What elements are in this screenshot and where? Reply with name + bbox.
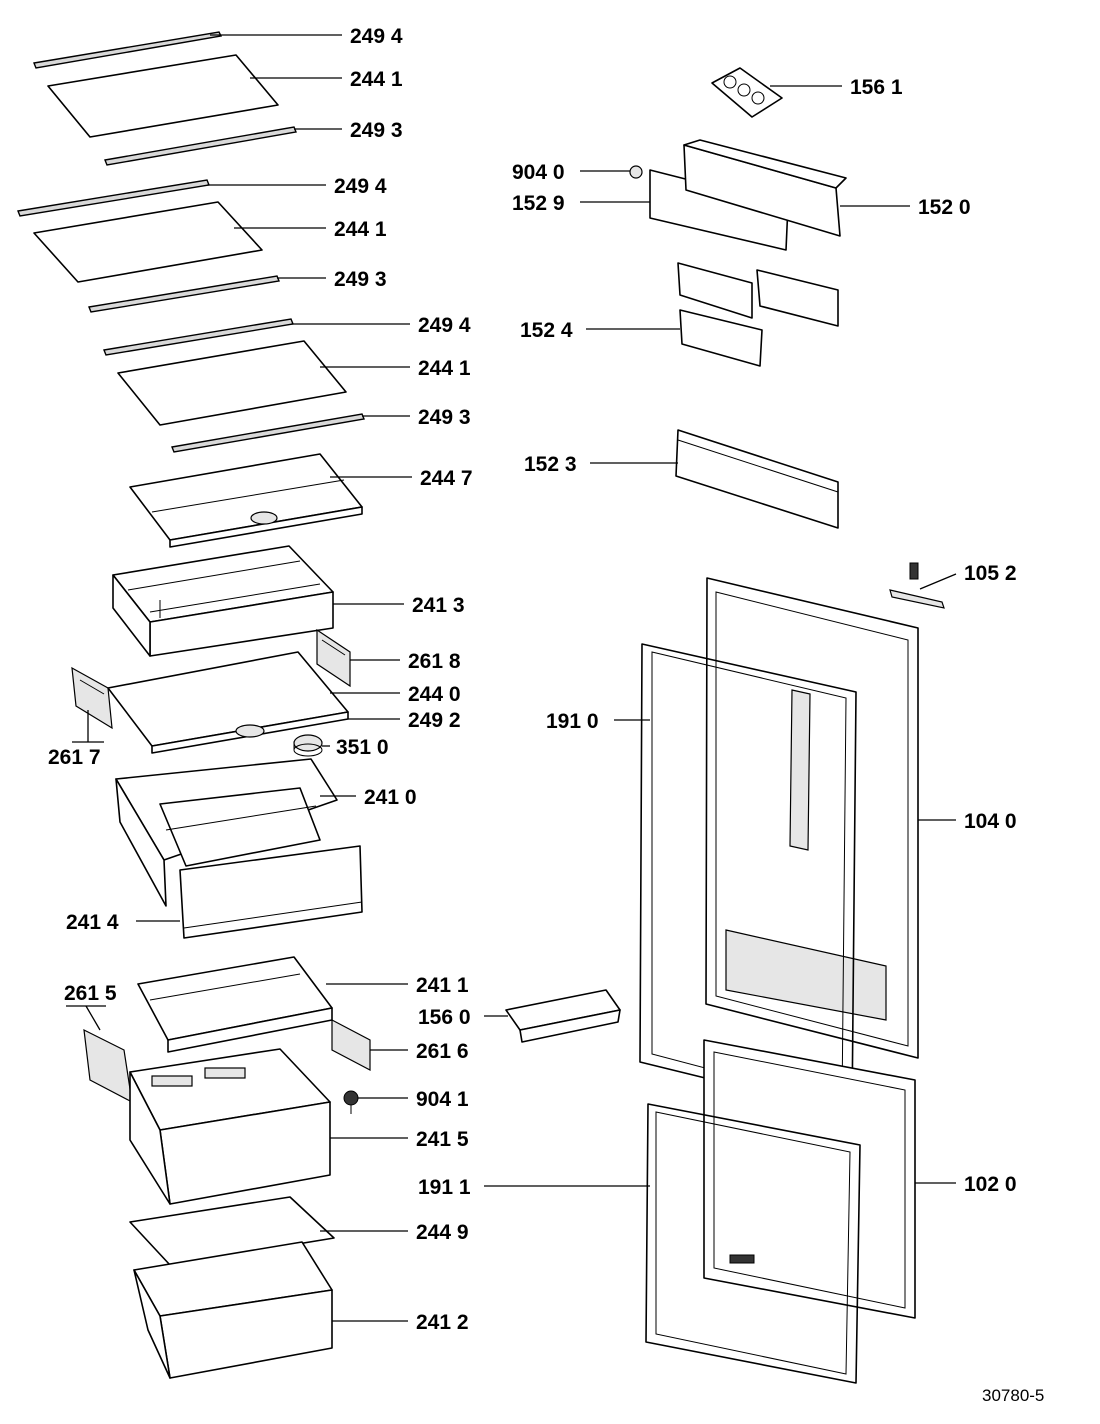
callout-1561: 156 1 bbox=[850, 76, 903, 99]
callout-2494-c: 249 4 bbox=[418, 314, 471, 337]
bottom-freezer-drawer bbox=[133, 1241, 333, 1379]
callout-9040: 904 0 bbox=[512, 161, 565, 184]
freezer-basket bbox=[129, 1048, 331, 1205]
callout-2449: 244 9 bbox=[416, 1221, 469, 1244]
callout-2440: 244 0 bbox=[408, 683, 461, 706]
freezer-rail-left bbox=[83, 1028, 133, 1104]
freezer-glass-cover bbox=[129, 1196, 335, 1266]
egg-tray bbox=[711, 67, 783, 118]
callout-2441-a: 244 1 bbox=[350, 68, 403, 91]
callout-2618: 261 8 bbox=[408, 650, 461, 673]
callout-2410: 241 0 bbox=[364, 786, 417, 809]
callout-2413: 241 3 bbox=[412, 594, 465, 617]
door-rack-lid-cap bbox=[629, 165, 643, 179]
callout-2493-b: 249 3 bbox=[334, 268, 387, 291]
door-stopper bbox=[343, 1090, 359, 1114]
shelf-trim-rod bbox=[33, 31, 223, 69]
freezer-door bbox=[703, 1039, 916, 1319]
callout-1524: 152 4 bbox=[520, 319, 573, 342]
callout-2411: 241 1 bbox=[416, 974, 469, 997]
crisper-cover-shelf bbox=[129, 453, 363, 548]
callout-1560: 156 0 bbox=[418, 1006, 471, 1029]
shelf-trim-rod bbox=[171, 413, 365, 453]
glass-shelf bbox=[47, 54, 279, 138]
callout-2615: 261 5 bbox=[64, 982, 117, 1005]
door-bin-large bbox=[675, 429, 839, 529]
callout-2447: 244 7 bbox=[420, 467, 473, 490]
crisper-front-panel bbox=[179, 845, 363, 939]
door-hinge bbox=[889, 562, 945, 609]
callout-1520: 152 0 bbox=[918, 196, 971, 219]
callout-1910: 191 0 bbox=[546, 710, 599, 733]
shelf-trim-rod bbox=[88, 275, 280, 313]
crisper-drawer bbox=[115, 758, 338, 907]
glass-shelf bbox=[33, 201, 263, 283]
callout-2617: 261 7 bbox=[48, 746, 101, 769]
callout-2494-b: 249 4 bbox=[334, 175, 387, 198]
freezer-rail-right bbox=[331, 1019, 371, 1071]
drawer-rail-right bbox=[316, 628, 351, 688]
humidity-knob bbox=[293, 734, 323, 757]
callout-2493-c: 249 3 bbox=[418, 406, 471, 429]
leader-lines bbox=[66, 34, 957, 1322]
callout-1523: 152 3 bbox=[524, 453, 577, 476]
callout-1020: 102 0 bbox=[964, 1173, 1017, 1196]
top-door-rack bbox=[683, 139, 847, 237]
glass-divider-shelf bbox=[107, 651, 349, 754]
door-bin-small bbox=[677, 262, 839, 367]
shelf-trim-rod bbox=[104, 126, 297, 166]
callout-2441-b: 244 1 bbox=[334, 218, 387, 241]
callout-2494-a: 249 4 bbox=[350, 25, 403, 48]
callout-9041: 904 1 bbox=[416, 1088, 469, 1111]
diagram-code: 30780-5 bbox=[982, 1386, 1044, 1405]
callout-2492: 249 2 bbox=[408, 709, 461, 732]
glass-shelf bbox=[117, 340, 347, 426]
freezer-door-gasket bbox=[645, 1103, 861, 1384]
callout-2493-a: 249 3 bbox=[350, 119, 403, 142]
ice-cube-tray bbox=[505, 989, 621, 1043]
drawer-rail-left bbox=[71, 666, 113, 730]
callout-2415: 241 5 bbox=[416, 1128, 469, 1151]
callout-labels: 249 4 244 1 249 3 249 4 244 1 249 3 249 … bbox=[48, 25, 1017, 1334]
callout-1911: 191 1 bbox=[418, 1176, 471, 1199]
callout-2616: 261 6 bbox=[416, 1040, 469, 1063]
callout-2414: 241 4 bbox=[66, 911, 119, 934]
callout-3510: 351 0 bbox=[336, 736, 389, 759]
upper-drawer bbox=[112, 545, 334, 657]
freezer-tray bbox=[137, 956, 333, 1053]
callout-1529: 152 9 bbox=[512, 192, 565, 215]
callout-1052: 105 2 bbox=[964, 562, 1017, 585]
callout-2412: 241 2 bbox=[416, 1311, 469, 1334]
callout-2441-c: 244 1 bbox=[418, 357, 471, 380]
fridge-door bbox=[705, 577, 919, 1059]
callout-1040: 104 0 bbox=[964, 810, 1017, 833]
